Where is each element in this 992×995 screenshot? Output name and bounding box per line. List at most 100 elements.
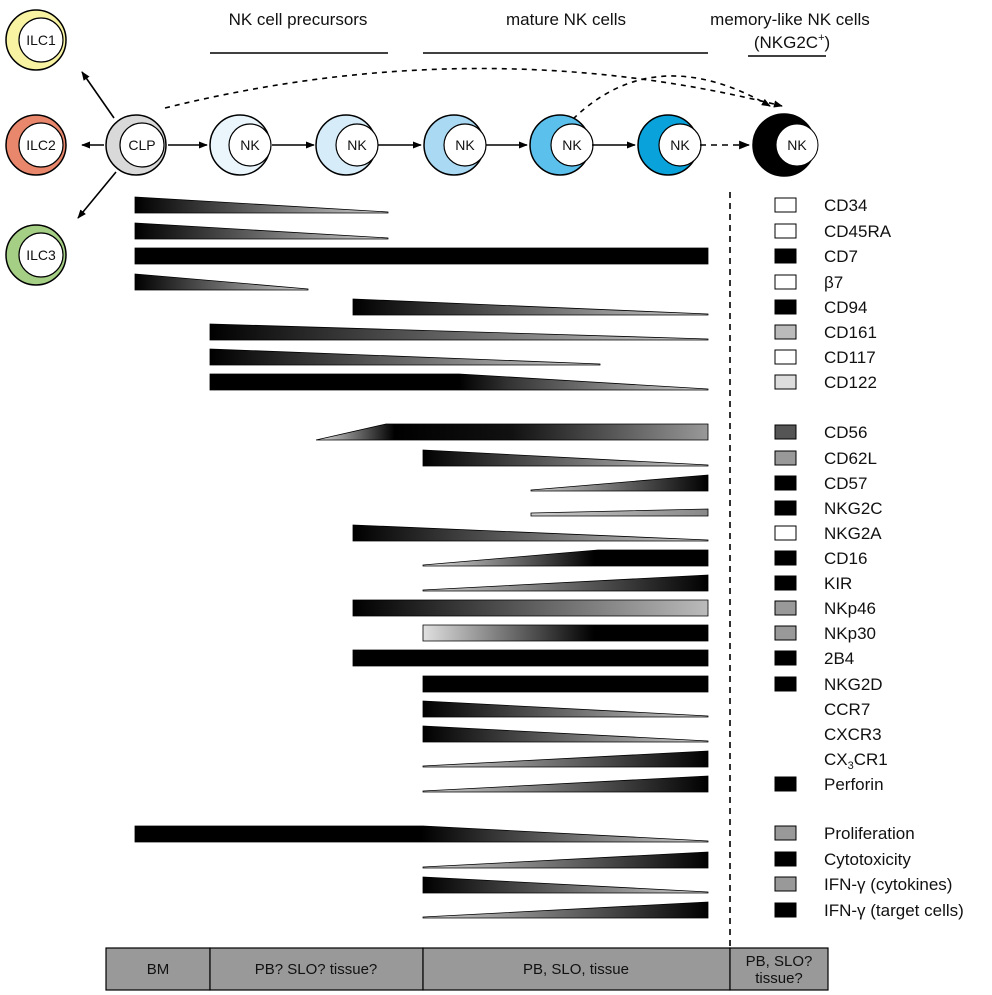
svg-text:ILC3: ILC3 [26,247,56,263]
nk-precursor-cell-1: NK [209,114,272,176]
marker-row-nkg2d: NKG2D [774,675,883,694]
location-label-precursors: PB? SLO? tissue? [255,961,378,978]
location-mature-sites [422,947,731,991]
nk-mature-cell-3: NK [637,114,702,176]
marker-legend: CD34 CD45RA CD7 β7 CD94 CD161 CD117 CD12… [774,196,964,920]
marker-swatch [774,851,797,867]
bar-beta7 [134,273,309,291]
clp-to-ilc1-arrow [81,71,115,119]
marker-label: CD56 [824,423,867,442]
bar-kir [422,574,709,592]
marker-row-ccr7: CCR7 [824,700,870,719]
marker-row-cd56: CD56 [774,423,867,442]
marker-row-cd117: CD117 [774,348,876,367]
svg-text:ILC1: ILC1 [26,32,56,48]
bar-cd62l [422,449,709,467]
memory-header-subtitle: (NKG2C+) [754,32,830,52]
location-bm [105,947,211,991]
nk-memory-cell: NK [752,113,819,177]
clp-cell: CLP [105,114,167,176]
bar-2b4 [352,649,709,667]
marker-row-cxcr3: CXCR3 [824,725,882,744]
marker-row-cytotoxicity: Cytotoxicity [774,850,911,869]
marker-swatch [774,475,797,491]
marker-row-cd161: CD161 [774,323,877,342]
location-memory-sites [729,947,829,991]
location-precursor-sites [209,947,424,991]
marker-label: Cytotoxicity [824,850,911,869]
svg-text:NK: NK [347,137,367,153]
marker-label: KIR [824,574,852,593]
marker-row-cd16: CD16 [774,549,867,568]
location-label-mature: PB, SLO, tissue [523,961,629,978]
marker-swatch [774,223,797,239]
marker-swatch [774,197,797,213]
marker-label: CD34 [824,196,867,215]
marker-swatch [774,374,797,390]
location-bar: BM PB? SLO? tissue? PB, SLO, tissue PB, … [105,947,829,991]
marker-label: IFN-γ (target cells) [824,901,964,920]
marker-row-cd34: CD34 [774,196,867,215]
bar-nkp46 [352,599,709,617]
bar-cd16 [422,549,709,567]
marker-row-perforin: Perforin [774,775,884,794]
marker-swatch [774,902,797,918]
marker-label: CD45RA [824,222,892,241]
bar-nkg2a [352,524,709,542]
marker-row-ifng-cytokines: IFN-γ (cytokines) [774,875,952,894]
marker-row-nkg2c: NKG2C [774,499,883,518]
bar-cxcr3 [422,725,709,743]
mature-header: mature NK cells [506,10,626,29]
svg-text:NK: NK [240,137,260,153]
marker-swatch [774,349,797,365]
bar-ifng-cytokines [422,876,709,894]
marker-row-ifng-target-cells: IFN-γ (target cells) [774,901,964,920]
bar-cd122 [209,373,709,391]
marker-swatch [774,825,797,841]
marker-label: CD94 [824,298,867,317]
svg-text:ILC2: ILC2 [26,137,56,153]
marker-label: CD161 [824,323,877,342]
marker-label: CD7 [824,247,858,266]
precursors-header: NK cell precursors [229,10,368,29]
marker-label: CD122 [824,373,877,392]
marker-row-cd122: CD122 [774,373,877,392]
marker-label: CD57 [824,474,867,493]
memory-header: memory-like NK cells [710,10,870,29]
bar-cd7 [134,247,709,265]
marker-swatch [774,550,797,566]
marker-swatch [774,450,797,466]
bar-cd94 [352,298,709,316]
marker-label: IFN-γ (cytokines) [824,875,952,894]
bar-nkp30 [422,624,709,642]
marker-label: NKG2C [824,499,883,518]
marker-row-cd7: CD7 [774,247,858,266]
marker-label: NKG2D [824,675,883,694]
bar-cd57 [530,474,709,492]
bar-nkg2c [530,508,709,517]
marker-swatch [774,625,797,641]
bar-nkg2d [422,675,709,693]
marker-label: CX3CR1 [824,750,888,772]
bar-ccr7 [422,700,709,718]
mature-to-memory-dashed-arrow [572,75,771,120]
svg-text:NK: NK [455,137,475,153]
marker-label: CXCR3 [824,725,882,744]
marker-label: 2B4 [824,649,854,668]
ilc2-cell: ILC2 [5,114,67,176]
marker-label: Proliferation [824,824,915,843]
marker-row-cx3cr1: CX3CR1 [824,750,888,772]
nk-mature-cell-1: NK [423,114,487,176]
marker-row-cd62l: CD62L [774,449,877,468]
location-label-memory: PB, SLO?tissue? [746,953,813,987]
marker-swatch [774,324,797,340]
marker-row-nkp46: NKp46 [774,599,876,618]
marker-swatch [774,299,797,315]
expression-bars [134,196,709,919]
marker-label: CCR7 [824,700,870,719]
location-label-bm: BM [147,961,170,978]
marker-swatch [774,274,797,290]
svg-text:CLP: CLP [128,137,155,153]
marker-swatch [774,248,797,264]
